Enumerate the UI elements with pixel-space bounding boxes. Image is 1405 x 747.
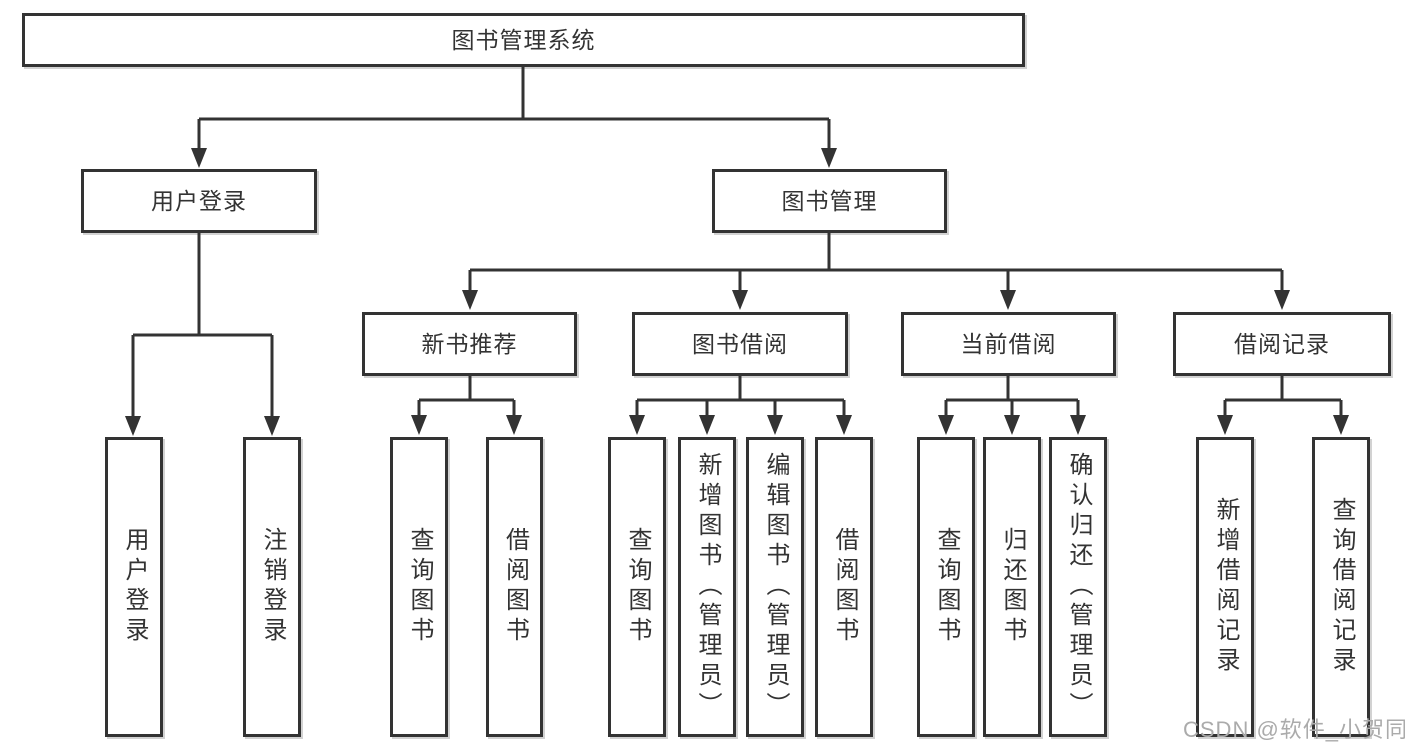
arrowhead-current-query xyxy=(938,415,954,435)
connector-current-borrowing xyxy=(944,376,1080,417)
leaf-confirm-return-admin: 确认归还（管理员） xyxy=(1049,437,1107,737)
arrowhead-new-book-recommendation xyxy=(462,290,478,310)
node-borrowing-records: 借阅记录 xyxy=(1173,312,1391,376)
leaf-return-books: 归还图书 xyxy=(983,437,1041,737)
leaf-user-login: 用户登录 xyxy=(105,437,163,737)
leaf-recommend-borrow-books: 借阅图书 xyxy=(486,437,543,737)
arrowhead-recommend-borrow xyxy=(506,415,522,435)
connector-root xyxy=(197,67,831,150)
node-current-borrowing: 当前借阅 xyxy=(901,312,1116,376)
arrowhead-leaf-logout xyxy=(264,416,280,436)
arrowhead-user-login xyxy=(191,148,207,168)
node-book-management-system: 图书管理系统 xyxy=(22,13,1025,67)
connector-borrowing-records xyxy=(1223,376,1343,417)
arrowhead-recommend-query xyxy=(411,415,427,435)
leaf-current-query-books: 查询图书 xyxy=(917,437,975,737)
leaf-add-borrow-record: 新增借阅记录 xyxy=(1196,437,1254,737)
arrowhead-borrowing-edit xyxy=(767,415,783,435)
arrowhead-book-borrowing xyxy=(732,290,748,310)
arrowhead-current-confirm xyxy=(1070,415,1086,435)
arrowhead-borrowing-borrow xyxy=(836,415,852,435)
node-book-management: 图书管理 xyxy=(712,169,947,233)
connector-book-borrowing xyxy=(635,376,846,417)
arrowhead-records-query xyxy=(1333,415,1349,435)
arrowhead-leaf-user-login xyxy=(125,416,141,436)
connector-user-login xyxy=(131,233,274,418)
leaf-borrowing-borrow-books: 借阅图书 xyxy=(815,437,873,737)
leaf-recommend-query-books: 查询图书 xyxy=(390,437,448,737)
leaf-add-books-admin: 新增图书（管理员） xyxy=(678,437,736,737)
leaf-borrowing-query-books: 查询图书 xyxy=(608,437,666,737)
arrowhead-current-return xyxy=(1004,415,1020,435)
arrowhead-borrowing-query xyxy=(629,415,645,435)
arrowhead-book-management xyxy=(821,148,837,168)
leaf-logout: 注销登录 xyxy=(243,437,301,737)
arrowhead-borrowing-records xyxy=(1274,290,1290,310)
arrowhead-records-add xyxy=(1217,415,1233,435)
arrowhead-borrowing-add xyxy=(699,415,715,435)
node-book-borrowing: 图书借阅 xyxy=(632,312,848,376)
connector-book-management xyxy=(468,233,1284,292)
leaf-edit-books-admin: 编辑图书（管理员） xyxy=(746,437,804,737)
connector-new-book-recommendation xyxy=(417,376,516,417)
csdn-watermark: CSDN @软件_小贺同学 xyxy=(1183,717,1405,742)
arrowhead-current-borrowing xyxy=(1000,290,1016,310)
leaf-query-borrow-record: 查询借阅记录 xyxy=(1312,437,1370,737)
node-new-book-recommendation: 新书推荐 xyxy=(362,312,577,376)
node-user-login: 用户登录 xyxy=(81,169,317,233)
